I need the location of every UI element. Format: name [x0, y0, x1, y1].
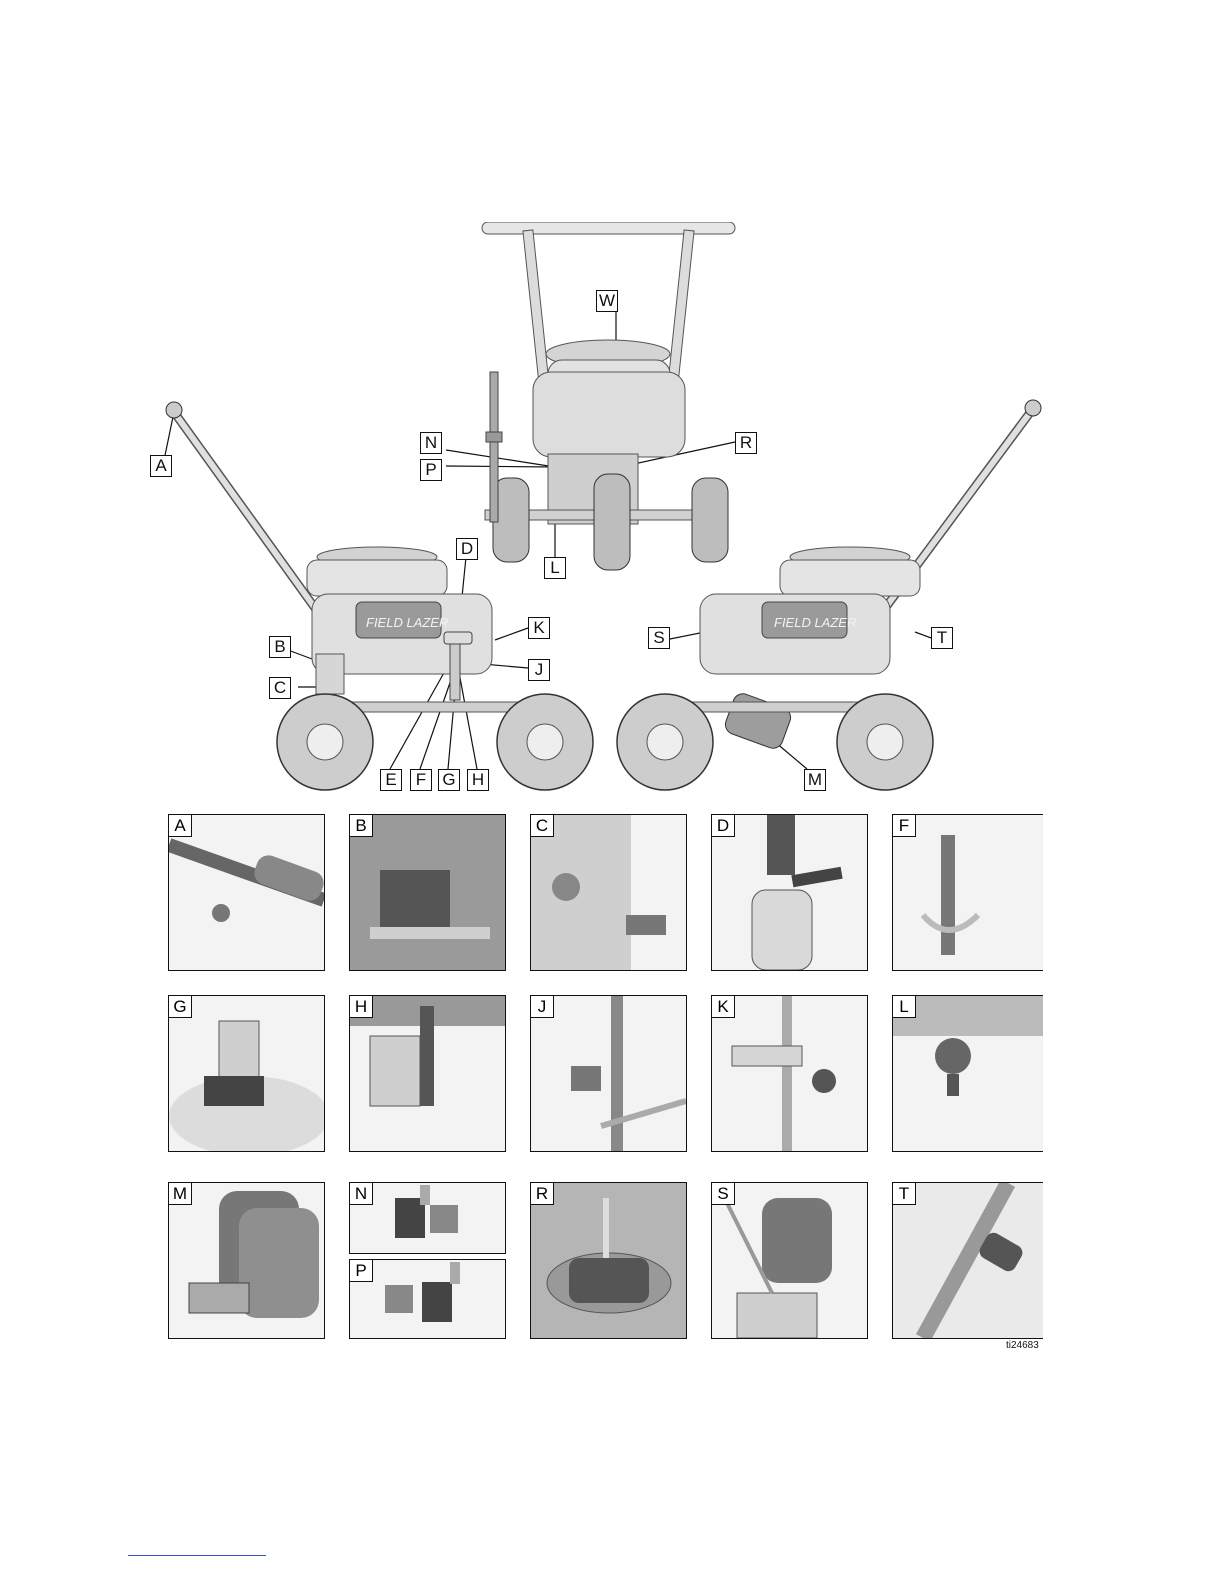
figure-id-label: ti24683: [1006, 1340, 1039, 1351]
detail-k: K: [711, 995, 868, 1152]
footnote-rule: [128, 1555, 266, 1556]
detail-n: N: [349, 1182, 506, 1254]
detail-b: B: [349, 814, 506, 971]
callout-r: R: [735, 432, 757, 454]
callout-a: A: [150, 455, 172, 477]
detail-m: M: [168, 1182, 325, 1339]
callout-w: W: [596, 290, 618, 312]
detail-f: F: [892, 814, 1043, 971]
callout-b: B: [269, 636, 291, 658]
callout-h: H: [467, 769, 489, 791]
detail-a: A: [168, 814, 325, 971]
callout-m: M: [804, 769, 826, 791]
machine-overview-illustration: FIELD LAZER FIELD LAZER: [130, 222, 1042, 812]
right-side-machine: FIELD LAZER: [617, 400, 1041, 790]
callout-f: F: [410, 769, 432, 791]
callout-d: D: [456, 538, 478, 560]
detail-j: J: [530, 995, 687, 1152]
detail-h: H: [349, 995, 506, 1152]
detail-d: D: [711, 814, 868, 971]
callout-s: S: [648, 627, 670, 649]
detail-c: C: [530, 814, 687, 971]
callout-e: E: [380, 769, 402, 791]
svg-text:FIELD LAZER: FIELD LAZER: [366, 615, 448, 630]
left-side-machine: FIELD LAZER: [166, 402, 593, 790]
callout-j: J: [528, 659, 550, 681]
machine-component-figure: FIELD LAZER FIELD LAZER: [130, 222, 1042, 1360]
svg-text:FIELD LAZER: FIELD LAZER: [774, 615, 856, 630]
detail-s: S: [711, 1182, 868, 1339]
callout-l: L: [544, 557, 566, 579]
callout-t: T: [931, 627, 953, 649]
front-view-machine: [482, 222, 735, 570]
callout-g: G: [438, 769, 460, 791]
detail-r: R: [530, 1182, 687, 1339]
callout-p: P: [420, 459, 442, 481]
callout-n: N: [420, 432, 442, 454]
callout-k: K: [528, 617, 550, 639]
detail-t: T: [892, 1182, 1043, 1339]
detail-g: G: [168, 995, 325, 1152]
detail-p: P: [349, 1259, 506, 1339]
detail-l: L: [892, 995, 1043, 1152]
callout-c: C: [269, 677, 291, 699]
